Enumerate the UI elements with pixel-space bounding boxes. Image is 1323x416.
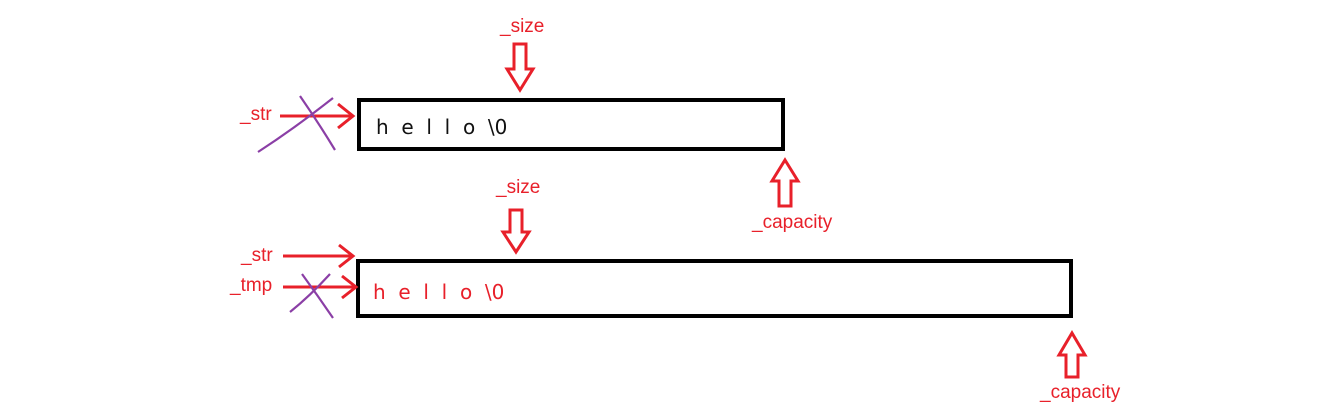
top-str-arrow bbox=[280, 102, 356, 130]
bottom-str-label: _str bbox=[241, 245, 273, 266]
top-buffer-contents: h e l l o \0 bbox=[376, 115, 508, 139]
bottom-capacity-label: _capacity bbox=[1040, 382, 1121, 403]
bottom-buffer-contents: h e l l o \0 bbox=[373, 280, 505, 304]
bottom-tmp-arrow bbox=[283, 274, 359, 300]
bottom-capacity-up-arrow bbox=[1056, 330, 1088, 379]
top-size-label: _size bbox=[500, 16, 545, 37]
bottom-size-label: _size bbox=[496, 177, 541, 198]
bottom-str-arrow bbox=[283, 243, 356, 269]
top-size-down-arrow bbox=[504, 42, 536, 93]
top-capacity-label: _capacity bbox=[752, 212, 833, 233]
top-str-label: _str bbox=[240, 104, 272, 125]
top-capacity-up-arrow bbox=[769, 157, 801, 208]
top-buffer-box bbox=[357, 98, 785, 151]
bottom-tmp-label: _tmp bbox=[230, 275, 273, 296]
bottom-size-down-arrow bbox=[500, 208, 532, 255]
bottom-tmp-cross-mark bbox=[289, 273, 334, 319]
bottom-buffer-box bbox=[356, 259, 1073, 318]
